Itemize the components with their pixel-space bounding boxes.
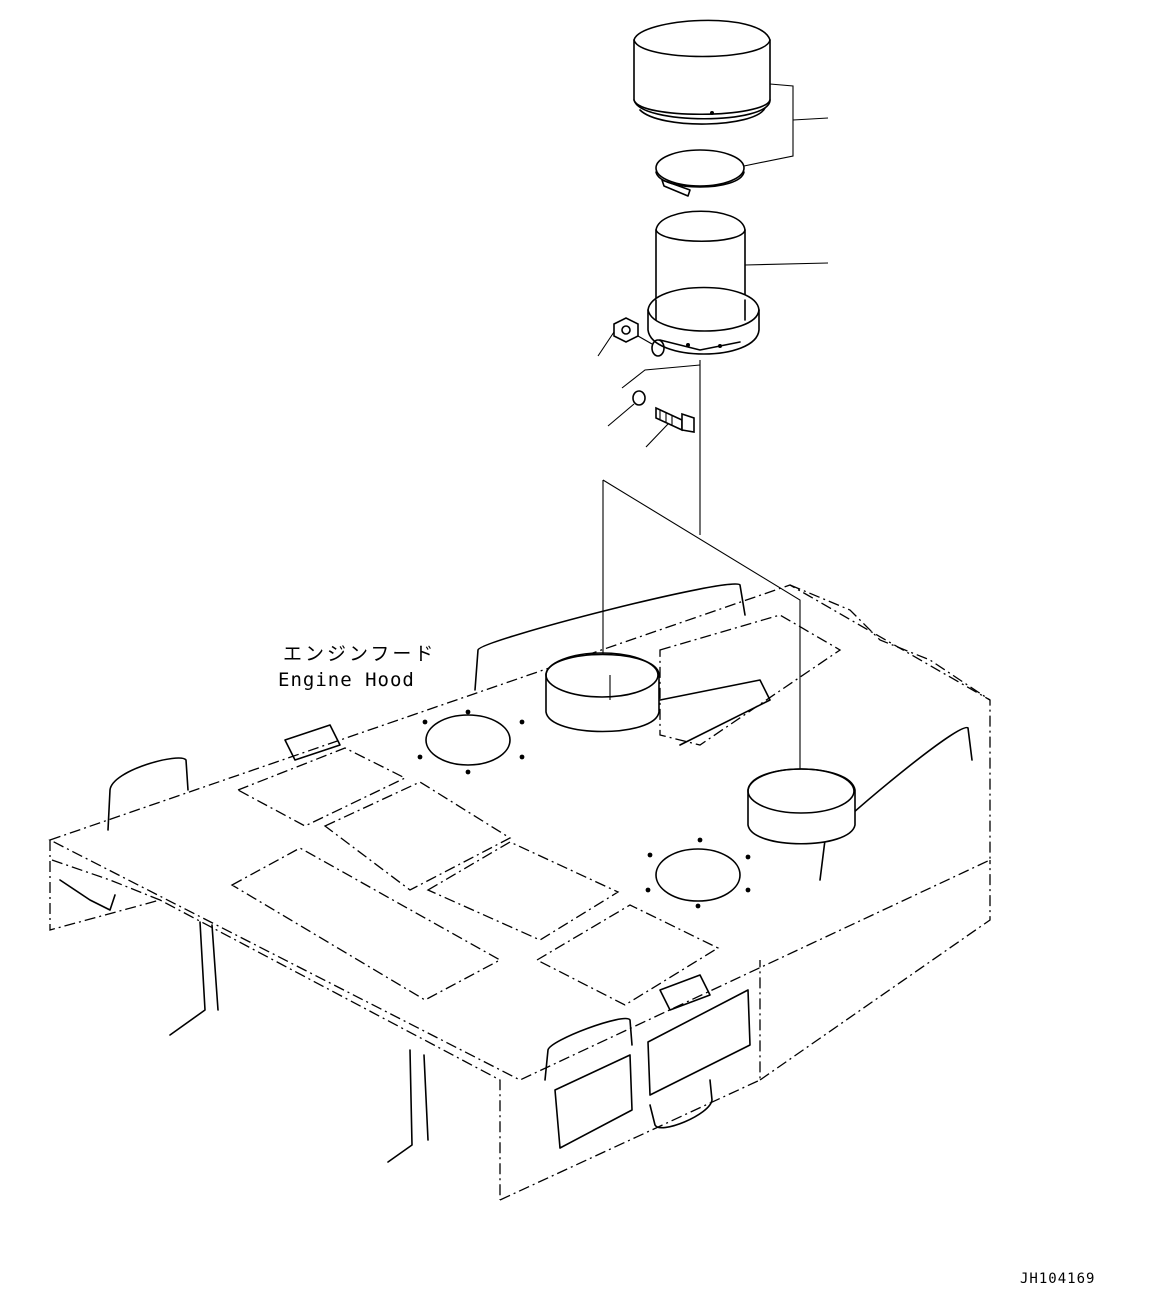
fastener-washer [607,390,646,427]
clamp-band [655,149,745,197]
engine-hood-label-jp: エンジンフード [283,643,436,665]
intake-pipe [647,210,829,355]
fastener-lockwasher [637,335,665,357]
fastener-bolt [645,406,695,448]
assembly-lines [602,360,801,770]
precleaner-cap [633,19,771,125]
leader-cap-clamp [743,83,829,167]
engine-hood [48,583,991,1201]
engine-hood-label-en: Engine Hood [278,669,415,691]
drawing-number: JH104169 [1020,1271,1095,1287]
fastener-nut [597,317,639,357]
